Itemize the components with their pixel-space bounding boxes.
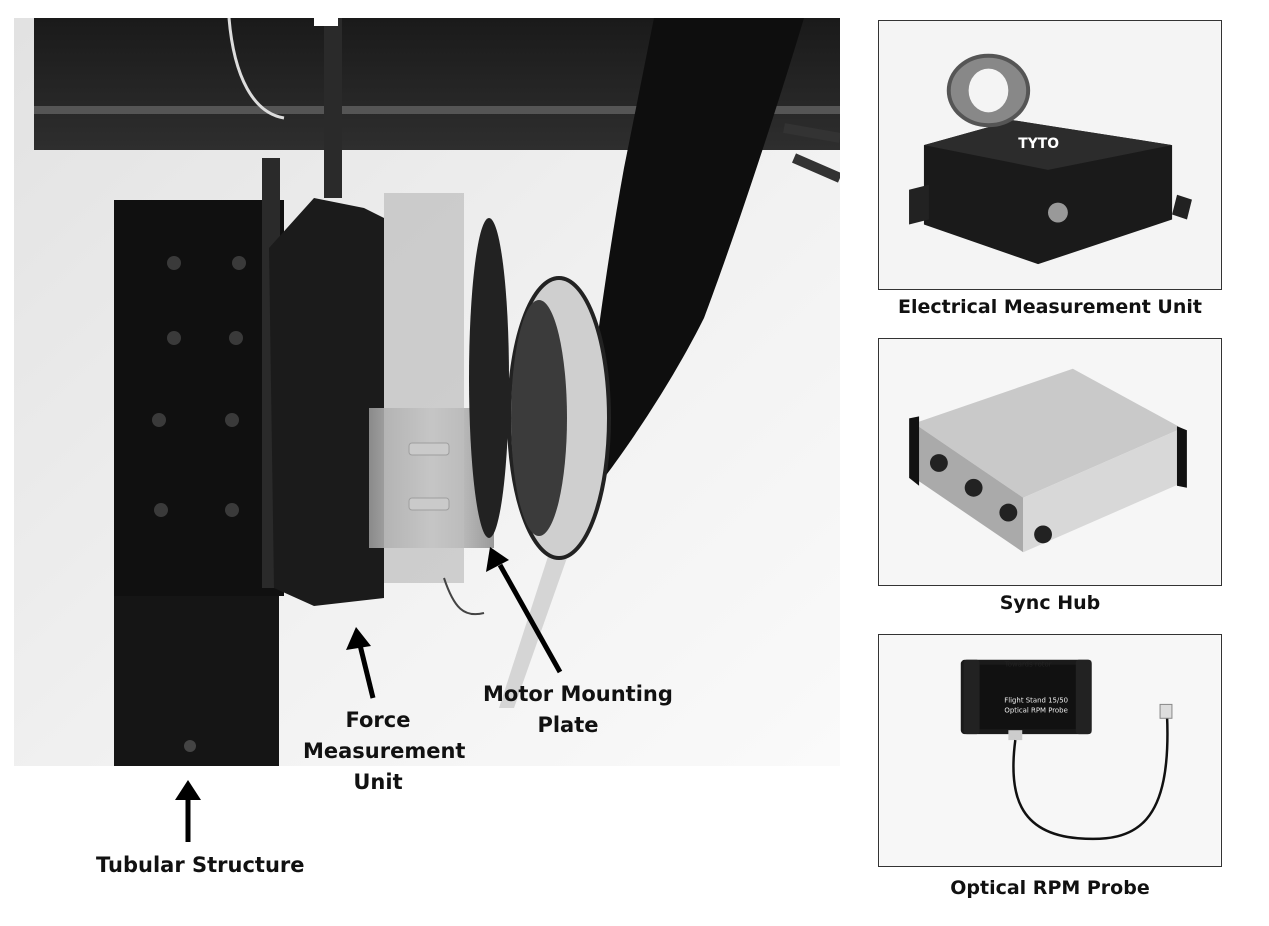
inset-sync-hub: [878, 338, 1222, 586]
force-label-line1: Force: [345, 708, 411, 732]
caption-optical-rpm-probe: Optical RPM Probe: [950, 877, 1150, 899]
probe-top-text: Towards rotor: [1004, 661, 1052, 669]
test-stand-photo: [14, 18, 840, 766]
emu-brand: TYTO: [1018, 136, 1059, 152]
label-tubular-structure: Tubular Structure: [96, 853, 305, 877]
motor-label-line2: Plate: [537, 713, 599, 737]
label-force-measurement-unit: Force Measurement Unit: [303, 705, 466, 798]
motor-label-line1: Motor Mounting: [483, 682, 673, 706]
sync-hub-top: [914, 368, 1182, 498]
propeller-blade: [579, 18, 804, 488]
force-label-line2: Measurement: [303, 739, 466, 763]
inset-electrical-measurement-unit: TYTO: [878, 20, 1222, 290]
motor-mounting-plate: [469, 218, 509, 538]
caption-electrical-measurement-unit: Electrical Measurement Unit: [898, 296, 1202, 318]
force-measurement-unit: [269, 198, 384, 606]
probe-text-line2: Optical RPM Probe: [1004, 706, 1067, 714]
tubular-arrow-head: [175, 780, 201, 800]
caption-sync-hub: Sync Hub: [999, 592, 1101, 614]
label-motor-mounting-plate: Motor Mounting Plate: [483, 679, 673, 741]
force-label-line3: Unit: [353, 770, 403, 794]
inset-optical-rpm-probe: Towards rotor Flight Stand 15/50 Optical…: [878, 634, 1222, 867]
tubular-structure: [114, 578, 279, 766]
probe-text-line1: Flight Stand 15/50: [1004, 696, 1068, 704]
probe-cable: [1012, 714, 1169, 841]
